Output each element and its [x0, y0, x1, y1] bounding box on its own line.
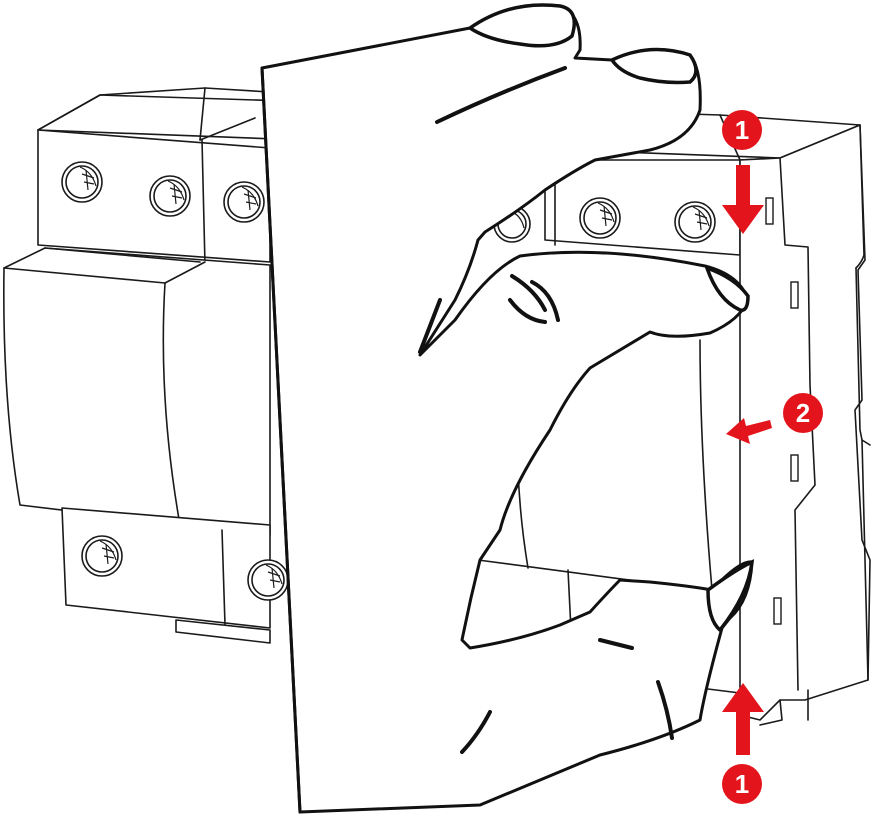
- arrow-down-icon: [722, 165, 764, 234]
- index-nail: [609, 47, 698, 85]
- upper-terminal-block-right: [544, 159, 741, 256]
- lower-terminal-block-left: [61, 507, 271, 629]
- hand-outline: [260, 3, 754, 814]
- step-number: 1: [735, 769, 749, 799]
- screw-icon: [61, 161, 103, 203]
- step-1-bottom-annotation: 1: [722, 683, 764, 804]
- side-slot: [773, 597, 782, 625]
- step-badge: [722, 110, 762, 150]
- ring-nail: [706, 559, 755, 633]
- screw-icon: [247, 559, 289, 601]
- screw-icon: [149, 175, 191, 217]
- side-slot: [790, 281, 799, 309]
- screw-icon: [579, 197, 621, 239]
- front-cover-left: [3, 247, 271, 536]
- side-slot: [790, 454, 799, 482]
- step-number: 1: [735, 115, 749, 145]
- step-1-top-annotation: 1: [722, 110, 764, 234]
- side-slot: [765, 197, 774, 225]
- arrow-up-icon: [722, 683, 764, 755]
- arrow-left-icon: [726, 418, 772, 444]
- hand: [260, 3, 755, 814]
- step-2-annotation: 2: [726, 393, 823, 444]
- step-number: 2: [796, 398, 810, 428]
- thumb-nail: [466, 3, 576, 48]
- middle-nail: [704, 265, 750, 312]
- screw-icon: [81, 535, 123, 577]
- knuckle-crease: [435, 66, 567, 124]
- step-badge: [722, 764, 762, 804]
- screw-icon: [674, 201, 716, 243]
- step-badge: [783, 393, 823, 433]
- modular-device: [3, 87, 871, 726]
- screw-icon: [223, 181, 265, 223]
